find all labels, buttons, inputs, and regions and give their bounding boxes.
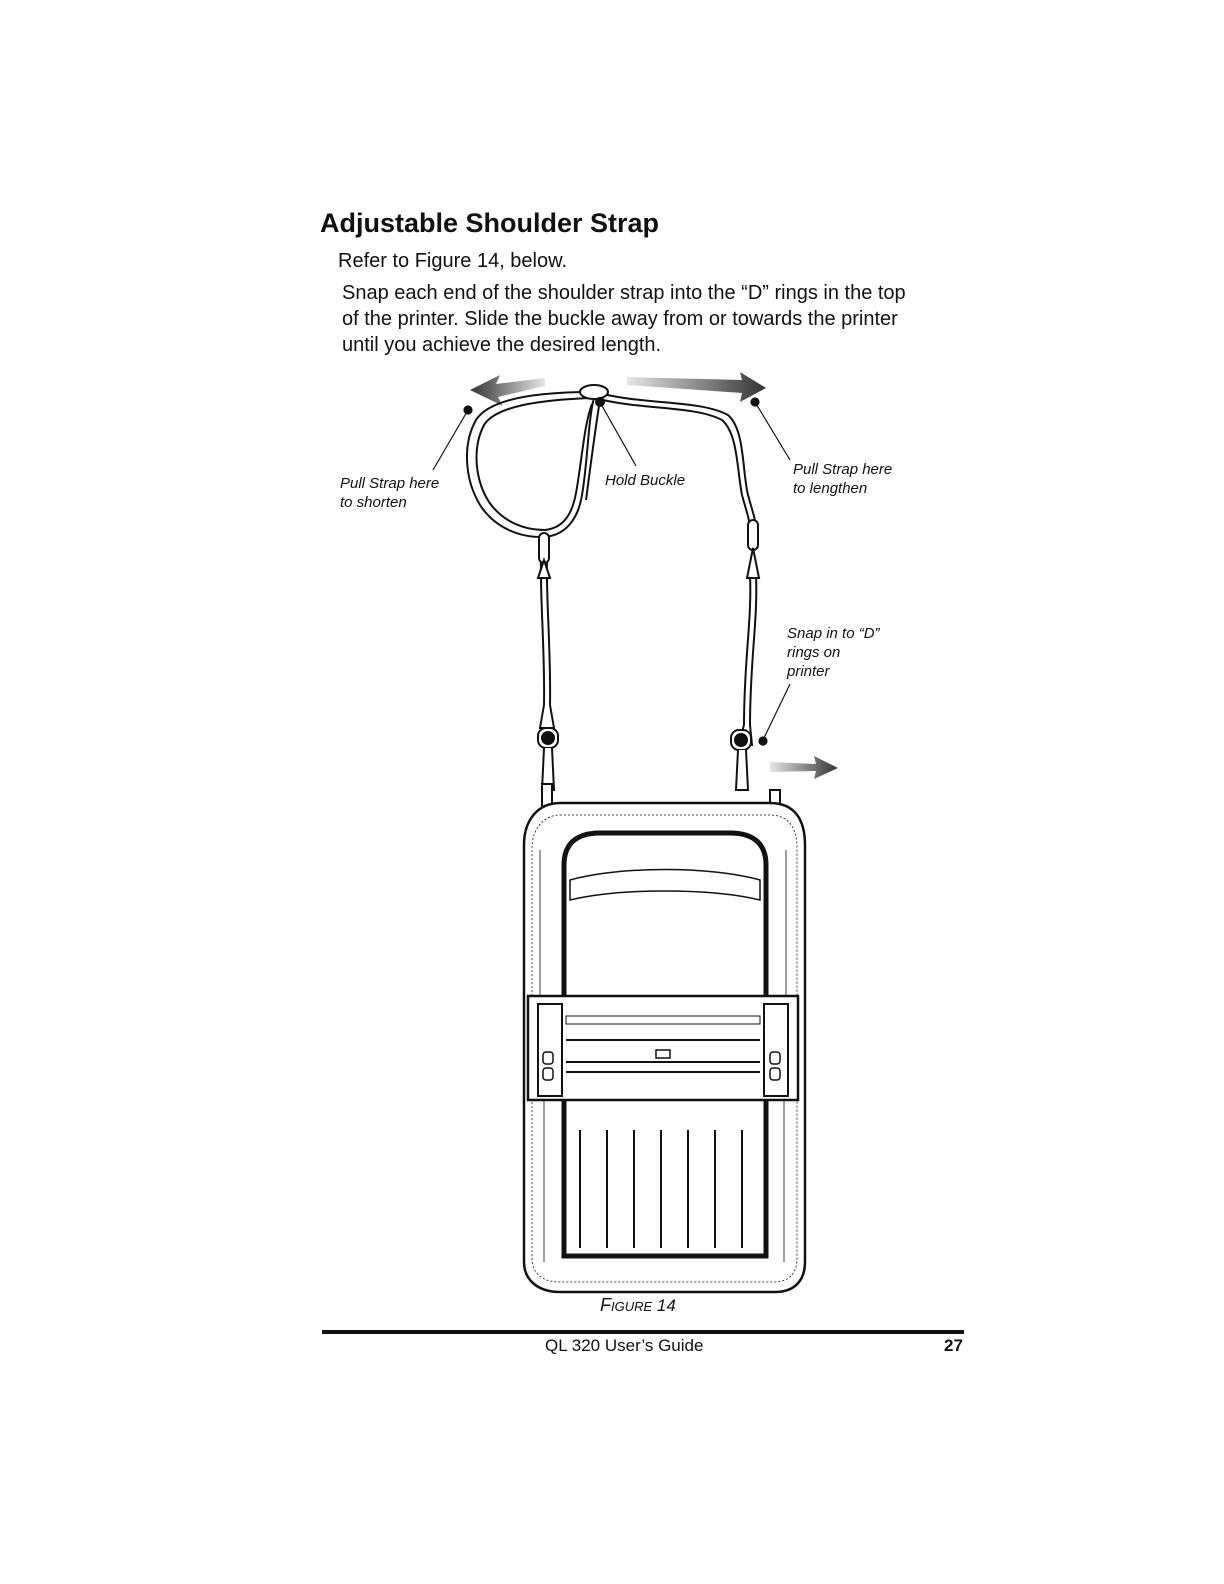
strap [466,391,758,726]
caption-number: 14 [656,1296,676,1315]
printer-icon [522,801,807,1294]
paragraph-line: Snap each end of the shoulder strap into… [342,282,906,304]
snap-arrow-icon [770,756,838,779]
footer-title: QL 320 User’s Guide [545,1336,704,1355]
figure-caption: FIGURE 14 [600,1295,676,1316]
lengthen-arrow-icon [627,372,766,402]
callout-line: rings on [787,644,841,661]
section-heading: Adjustable Shoulder Strap [320,208,660,238]
caption-initial: F [600,1295,611,1315]
paragraph-line: of the printer. Slide the buckle away fr… [342,308,898,330]
callout-line: to shorten [340,494,407,511]
callout-line: Snap in to “D” [787,625,880,642]
callout-lengthen: Pull Strap here to lengthen [793,460,892,498]
caption-rest: IGURE [611,1299,653,1314]
right-d-ring-snap-icon [730,724,781,811]
paragraph-line: until you achieve the desired length. [342,334,662,356]
callout-line: Pull Strap here [340,475,440,492]
callout-line: Pull Strap here [793,461,893,478]
left-d-ring-snap-icon [537,704,559,809]
callout-leaders [432,397,791,746]
left-upper-hook-icon [536,532,552,579]
right-upper-hook-icon [745,519,761,579]
callout-line: Hold Buckle [605,472,686,489]
footer-rule [322,1330,964,1334]
callout-line: printer [787,663,830,680]
callout-shorten: Pull Strap here to shorten [340,474,439,512]
callout-line: to lengthen [793,480,868,497]
instruction-paragraph: Snap each end of the shoulder strap into… [342,280,982,358]
page-number: 27 [944,1336,963,1355]
buckle-icon [579,384,609,407]
callout-snap-d-rings: Snap in to “D” rings on printer [787,624,880,681]
figure-reference: Refer to Figure 14, below. [338,250,568,272]
callout-hold-buckle: Hold Buckle [605,471,685,490]
shorten-arrow-icon [470,375,545,406]
